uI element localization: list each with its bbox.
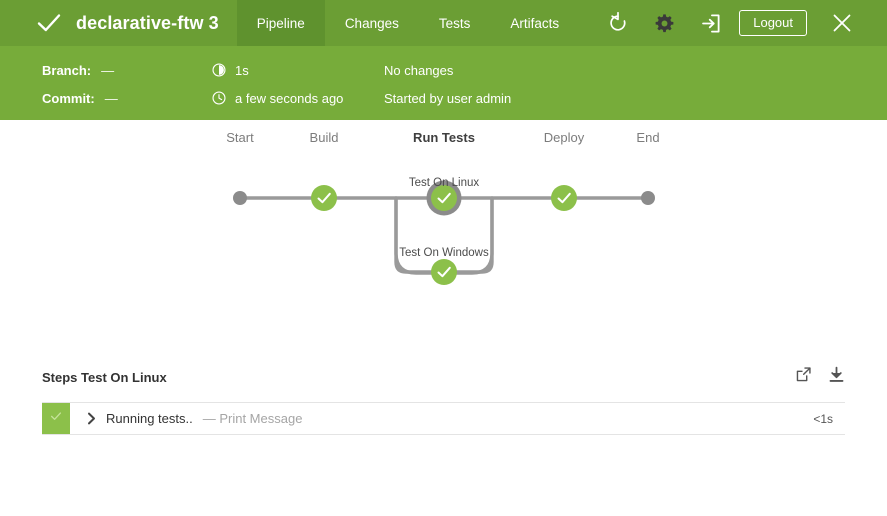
node-run-tests (431, 185, 457, 211)
node-start (233, 191, 247, 205)
branch-field: Branch: — (0, 63, 212, 78)
brand: declarative-ftw 3 (0, 0, 237, 46)
node-label-test-on-windows[interactable]: Test On Windows (399, 247, 489, 259)
commit-label: Commit: (42, 90, 95, 106)
step-duration: <1s (813, 411, 833, 426)
clock-icon (212, 91, 226, 105)
login-button[interactable] (687, 0, 733, 46)
duration-value: 1s (235, 62, 249, 78)
header-actions: Logout (595, 0, 887, 46)
step-subtitle: — Print Message (202, 411, 303, 426)
tab-changes[interactable]: Changes (344, 15, 399, 31)
tab-artifacts[interactable]: Artifacts (510, 15, 560, 31)
time-ago-field: a few seconds ago (212, 91, 384, 106)
node-build (311, 185, 337, 211)
step-status-indicator (42, 403, 70, 434)
node-end (641, 191, 655, 205)
meta-row-branch: Branch: — 1s No changes (0, 56, 887, 84)
app-header: declarative-ftw 3 Pipeline Changes Tests… (0, 0, 887, 46)
stage-label-deploy[interactable]: Deploy (543, 130, 585, 145)
tab-pipeline[interactable]: Pipeline (236, 0, 325, 46)
pipeline-nodes (233, 180, 655, 285)
settings-button[interactable] (641, 0, 687, 46)
stage-label-end[interactable]: End (636, 130, 660, 145)
close-button[interactable] (819, 0, 865, 46)
steps-header-actions (795, 366, 845, 388)
step-body[interactable]: Running tests.. — Print Message <1s (70, 403, 845, 434)
external-link-icon[interactable] (795, 366, 812, 388)
rerun-button[interactable] (595, 0, 641, 46)
download-icon[interactable] (828, 366, 845, 388)
page-title: declarative-ftw 3 (76, 12, 219, 33)
check-icon (36, 10, 62, 36)
time-ago-value: a few seconds ago (235, 90, 344, 106)
node-test-on-windows (431, 259, 457, 285)
header-tabs: Pipeline Changes Tests Artifacts (236, 0, 579, 46)
commit-value: — (104, 90, 118, 106)
commit-field: Commit: — (0, 91, 212, 106)
duration-field: 1s (212, 63, 384, 78)
stage-label-run-tests[interactable]: Run Tests (413, 130, 475, 145)
steps-section: Steps Test On Linux (0, 360, 887, 435)
gear-icon (654, 13, 675, 34)
pipeline-graph: Start Build Run Tests Deploy End Test On… (0, 120, 887, 360)
close-icon (831, 12, 853, 34)
stage-label-start[interactable]: Start (226, 130, 254, 145)
steps-header: Steps Test On Linux (42, 360, 845, 394)
stopwatch-icon (212, 63, 226, 77)
meta-row-commit: Commit: — a few seconds ago Started by u… (0, 84, 887, 112)
logout-button[interactable]: Logout (739, 10, 807, 36)
branch-label: Branch: (42, 62, 92, 78)
steps-title: Steps Test On Linux (42, 369, 167, 385)
check-icon (49, 409, 63, 428)
table-row[interactable]: Running tests.. — Print Message <1s (42, 403, 845, 435)
started-by: Started by user admin (384, 90, 512, 106)
chevron-right-icon[interactable] (84, 412, 98, 425)
run-meta-bar: Branch: — 1s No changes Commit: — (0, 46, 887, 120)
steps-divider (42, 402, 845, 403)
node-deploy (551, 185, 577, 211)
changes-summary: No changes (384, 62, 454, 78)
step-name: Running tests.. (106, 411, 193, 426)
stage-label-build[interactable]: Build (309, 130, 339, 145)
tab-tests[interactable]: Tests (438, 15, 471, 31)
replay-icon (607, 12, 629, 34)
node-label-test-on-linux[interactable]: Test On Linux (408, 177, 480, 189)
branch-value: — (101, 62, 115, 78)
sign-in-icon (700, 13, 721, 34)
